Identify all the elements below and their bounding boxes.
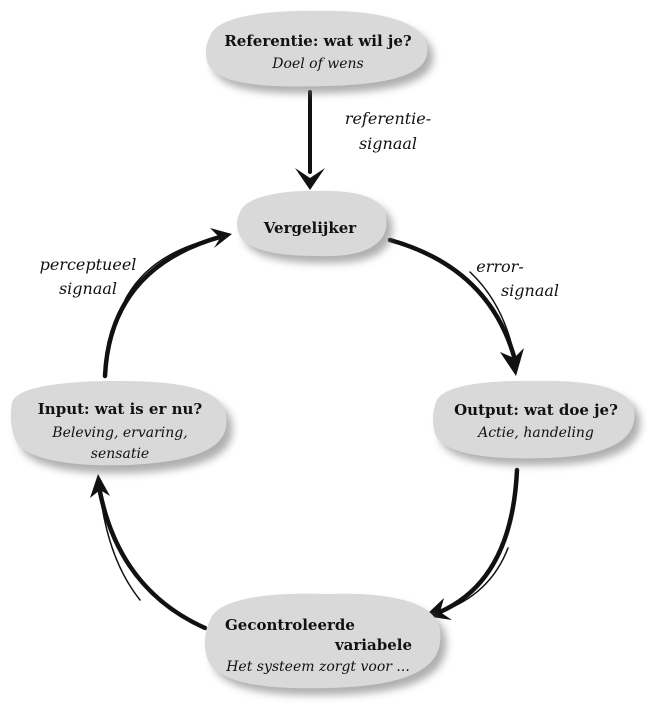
- node-output-title: Output: wat doe je?: [454, 401, 618, 419]
- arrow-referentie-to-vergelijker: [295, 90, 325, 190]
- node-vergelijker-title: Vergelijker: [263, 219, 357, 237]
- node-gecontroleerde-title-line1: Gecontroleerde: [225, 616, 355, 634]
- arrow-output-to-gecontroleerde: [425, 467, 520, 620]
- node-input-title: Input: wat is er nu?: [38, 400, 203, 418]
- node-referentie-subtitle: Doel of wens: [271, 56, 363, 72]
- node-gecontroleerde-subtitle: Het systeem zorgt voor ...: [225, 659, 410, 675]
- node-vergelijker: Vergelijker: [237, 190, 393, 264]
- edge-label-perceptueel-line1: perceptueel: [40, 255, 137, 274]
- arrow-vergelijker-to-output: [387, 237, 524, 376]
- arrow-gecontroleerde-to-input: [90, 474, 208, 631]
- node-gecontroleerde: Gecontroleerde variabele Het systeem zor…: [204, 593, 447, 696]
- node-referentie: Referentie: wat wil je? Doel of wens: [205, 10, 434, 94]
- arrow-input-to-vergelijker: [102, 228, 232, 379]
- edge-label-perceptueel-line2: signaal: [59, 279, 117, 298]
- node-referentie-title: Referentie: wat wil je?: [224, 32, 412, 50]
- edge-label-referentie-line2: signaal: [359, 134, 417, 153]
- node-input-subtitle-line1: Beleving, ervaring,: [51, 425, 187, 441]
- node-output: Output: wat doe je? Actie, handeling: [433, 380, 641, 466]
- edge-label-error-line2: signaal: [501, 281, 559, 300]
- node-output-subtitle: Actie, handeling: [476, 425, 594, 441]
- node-input-subtitle-line2: sensatie: [91, 446, 149, 462]
- node-input: Input: wat is er nu? Beleving, ervaring,…: [10, 381, 233, 474]
- node-gecontroleerde-title-line2: variabele: [334, 636, 412, 654]
- edge-label-error-line1: error-: [476, 257, 523, 276]
- edge-label-referentie-line1: referentie-: [345, 109, 431, 128]
